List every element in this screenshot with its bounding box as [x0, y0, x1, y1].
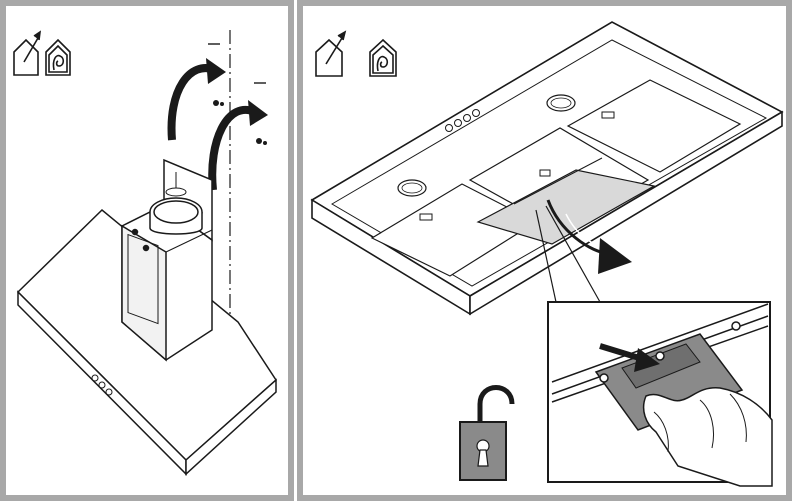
control-buttons: [91, 374, 113, 396]
hood-control-buttons: [445, 109, 480, 132]
grease-filter: [476, 169, 656, 245]
screw-marks: [208, 43, 267, 145]
mounting-arrows: [167, 58, 268, 191]
recirculation-icon: [45, 38, 71, 76]
recirculation-icon: [369, 38, 397, 77]
unlocked-padlock-icon: [459, 385, 515, 481]
ducted-extraction-icon: [13, 30, 42, 76]
right-panel: [297, 0, 792, 501]
filter-removal-arrow: [546, 199, 632, 274]
inset-callout: [535, 205, 601, 303]
hood-underside: [310, 21, 784, 316]
filter-latch-inset: [547, 301, 773, 487]
ducted-extraction-icon: [315, 30, 347, 77]
chimney-bracket: [121, 158, 213, 362]
left-panel: [0, 0, 294, 501]
